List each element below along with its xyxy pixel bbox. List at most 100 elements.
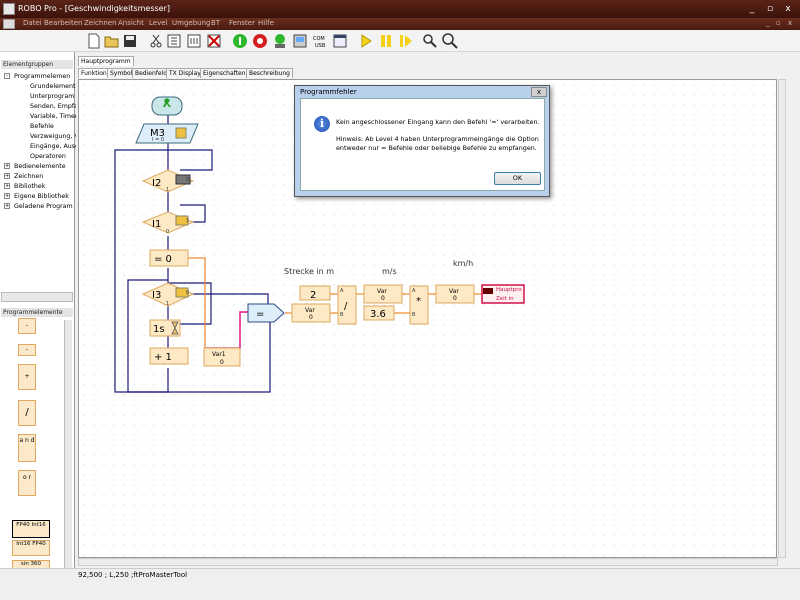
- label-ms: m/s: [382, 267, 397, 276]
- divide-label: /: [344, 301, 348, 312]
- restore-button[interactable]: ▫: [766, 4, 774, 14]
- menu-bearbeiten[interactable]: Bearbeiten: [44, 19, 83, 27]
- i2-port-0: 0: [186, 177, 189, 183]
- status-bar: [0, 568, 800, 582]
- var-left-label: Var: [305, 307, 315, 314]
- tree-item-bibliothek[interactable]: Bibliothek: [14, 183, 46, 190]
- mdi-close-button[interactable]: x: [788, 19, 793, 27]
- window-title: ROBO Pro - [Geschwindigkeitsmesser]: [18, 4, 170, 13]
- copy-icon[interactable]: [166, 33, 182, 49]
- mdi-restore-button[interactable]: ▫: [776, 19, 781, 27]
- add-one-node: [149, 347, 189, 365]
- minimize-button[interactable]: _: [749, 4, 755, 14]
- start-icon[interactable]: [232, 33, 248, 49]
- left-panel: Elementgruppen - Programmelemen Grundele…: [0, 52, 79, 582]
- zoom-in-icon[interactable]: [442, 33, 458, 49]
- tree-item-zeichnen[interactable]: Zeichnen: [14, 173, 44, 180]
- menu-zeichnen[interactable]: Zeichnen: [84, 19, 117, 27]
- tree-expander-zeichnen[interactable]: +: [4, 173, 10, 179]
- menu-hilfe[interactable]: Hilfe: [258, 19, 274, 27]
- step-icon[interactable]: [398, 33, 414, 49]
- menu-datei[interactable]: Datei: [23, 19, 42, 27]
- tree-item-eingaenge[interactable]: Eingänge, Ausg: [30, 143, 80, 150]
- svg-text:COM: COM: [313, 36, 325, 42]
- tree-item-grundelemente[interactable]: Grundelement: [30, 83, 76, 90]
- tree-item-befehle[interactable]: Befehle: [30, 123, 54, 130]
- palette-int16-fp40[interactable]: Int16 FP40: [12, 540, 50, 556]
- canvas-horizontal-scrollbar[interactable]: [78, 558, 778, 566]
- tree-item-eigene-bibliothek[interactable]: Eigene Bibliothek: [14, 193, 69, 200]
- tree-item-geladene-programme[interactable]: Geladene Program: [14, 203, 73, 210]
- palette-plus[interactable]: +: [18, 364, 36, 390]
- zoom-out-icon[interactable]: [422, 33, 438, 49]
- save-icon[interactable]: [122, 33, 138, 49]
- tree-expander-geladene[interactable]: +: [4, 203, 10, 209]
- window-icon[interactable]: [332, 33, 348, 49]
- title-bar: [0, 0, 800, 18]
- tree-item-bedienelemente[interactable]: Bedienelemente: [14, 163, 66, 170]
- canvas-vertical-scrollbar[interactable]: [778, 79, 786, 558]
- delete-icon[interactable]: [206, 33, 222, 49]
- stop-icon[interactable]: [252, 33, 268, 49]
- tab-beschreibung[interactable]: Beschreibung: [246, 68, 293, 78]
- const-36-label: 3.6: [370, 309, 386, 320]
- start-man-icon: [163, 98, 171, 107]
- interface-icon[interactable]: [292, 33, 308, 49]
- tree-horizontal-scrollbar[interactable]: [1, 292, 73, 302]
- dialog-close-button[interactable]: x: [531, 87, 547, 97]
- palette-fp40-int16[interactable]: FP40 Int16: [12, 520, 50, 538]
- sensor-i1-icon: [175, 215, 189, 226]
- tree-item-unterprogramme[interactable]: Unterprogram: [30, 93, 75, 100]
- hourglass-icon: [171, 321, 179, 335]
- display-icon: [483, 288, 493, 294]
- divide-port-b: B: [340, 312, 344, 318]
- paste-icon[interactable]: [186, 33, 202, 49]
- menu-ansicht[interactable]: Ansicht: [118, 19, 144, 27]
- document-icon[interactable]: [3, 19, 15, 29]
- sensor-i3-icon: [175, 287, 189, 298]
- palette-and[interactable]: a n d: [18, 434, 36, 462]
- new-file-icon[interactable]: [86, 33, 102, 49]
- svg-text:USB: USB: [315, 43, 326, 49]
- download-icon[interactable]: [272, 33, 288, 49]
- info-icon: i: [314, 116, 330, 132]
- output-label-1: Hauptpro: [496, 287, 522, 293]
- open-folder-icon[interactable]: [104, 33, 120, 49]
- menu-umgebung[interactable]: Umgebung: [172, 19, 211, 27]
- branch-i1-label: I1: [152, 219, 161, 230]
- palette-scrollbar[interactable]: [64, 320, 72, 578]
- tree-item-variable[interactable]: Variable, Timer: [30, 113, 78, 120]
- pause-icon[interactable]: [378, 33, 394, 49]
- tab-hauptprogramm[interactable]: Hauptprogramm: [78, 56, 134, 66]
- tree-item-programmelemente[interactable]: Programmelemen: [14, 73, 71, 80]
- palette-subtract[interactable]: -: [18, 318, 36, 334]
- palette-divide[interactable]: /: [18, 400, 36, 426]
- ok-button[interactable]: OK: [494, 172, 541, 185]
- multiply-label: *: [416, 296, 421, 307]
- close-button[interactable]: x: [785, 4, 791, 14]
- tree-item-operatoren[interactable]: Operatoren: [30, 153, 66, 160]
- palette-or[interactable]: o r: [18, 470, 36, 496]
- tree-expander-programmelemente[interactable]: -: [4, 73, 10, 79]
- mdi-minimize-button[interactable]: _: [766, 19, 770, 27]
- cut-icon[interactable]: [148, 33, 164, 49]
- menu-fenster[interactable]: Fenster: [229, 19, 255, 27]
- menu-bt[interactable]: BT: [211, 19, 221, 27]
- wait-node: [149, 319, 181, 337]
- program-elements-header: Programmelemente: [1, 308, 73, 317]
- run-icon[interactable]: [358, 33, 374, 49]
- subprogram-label: M3: [150, 128, 165, 139]
- tree-expander-bedienelemente[interactable]: +: [4, 163, 10, 169]
- tree-item-senden[interactable]: Senden, Empfa: [30, 103, 78, 110]
- tree-expander-bibliothek[interactable]: +: [4, 183, 10, 189]
- app-icon: [3, 3, 15, 15]
- tree-item-verzweigung[interactable]: Verzweigung, V: [30, 133, 79, 140]
- divide-node: [337, 285, 357, 325]
- multiply-port-b: B: [412, 312, 416, 318]
- tree-expander-eigene-bibliothek[interactable]: +: [4, 193, 10, 199]
- menu-level[interactable]: Level: [149, 19, 168, 27]
- palette-minus[interactable]: -: [18, 344, 36, 356]
- var1-label: Var1: [212, 351, 226, 358]
